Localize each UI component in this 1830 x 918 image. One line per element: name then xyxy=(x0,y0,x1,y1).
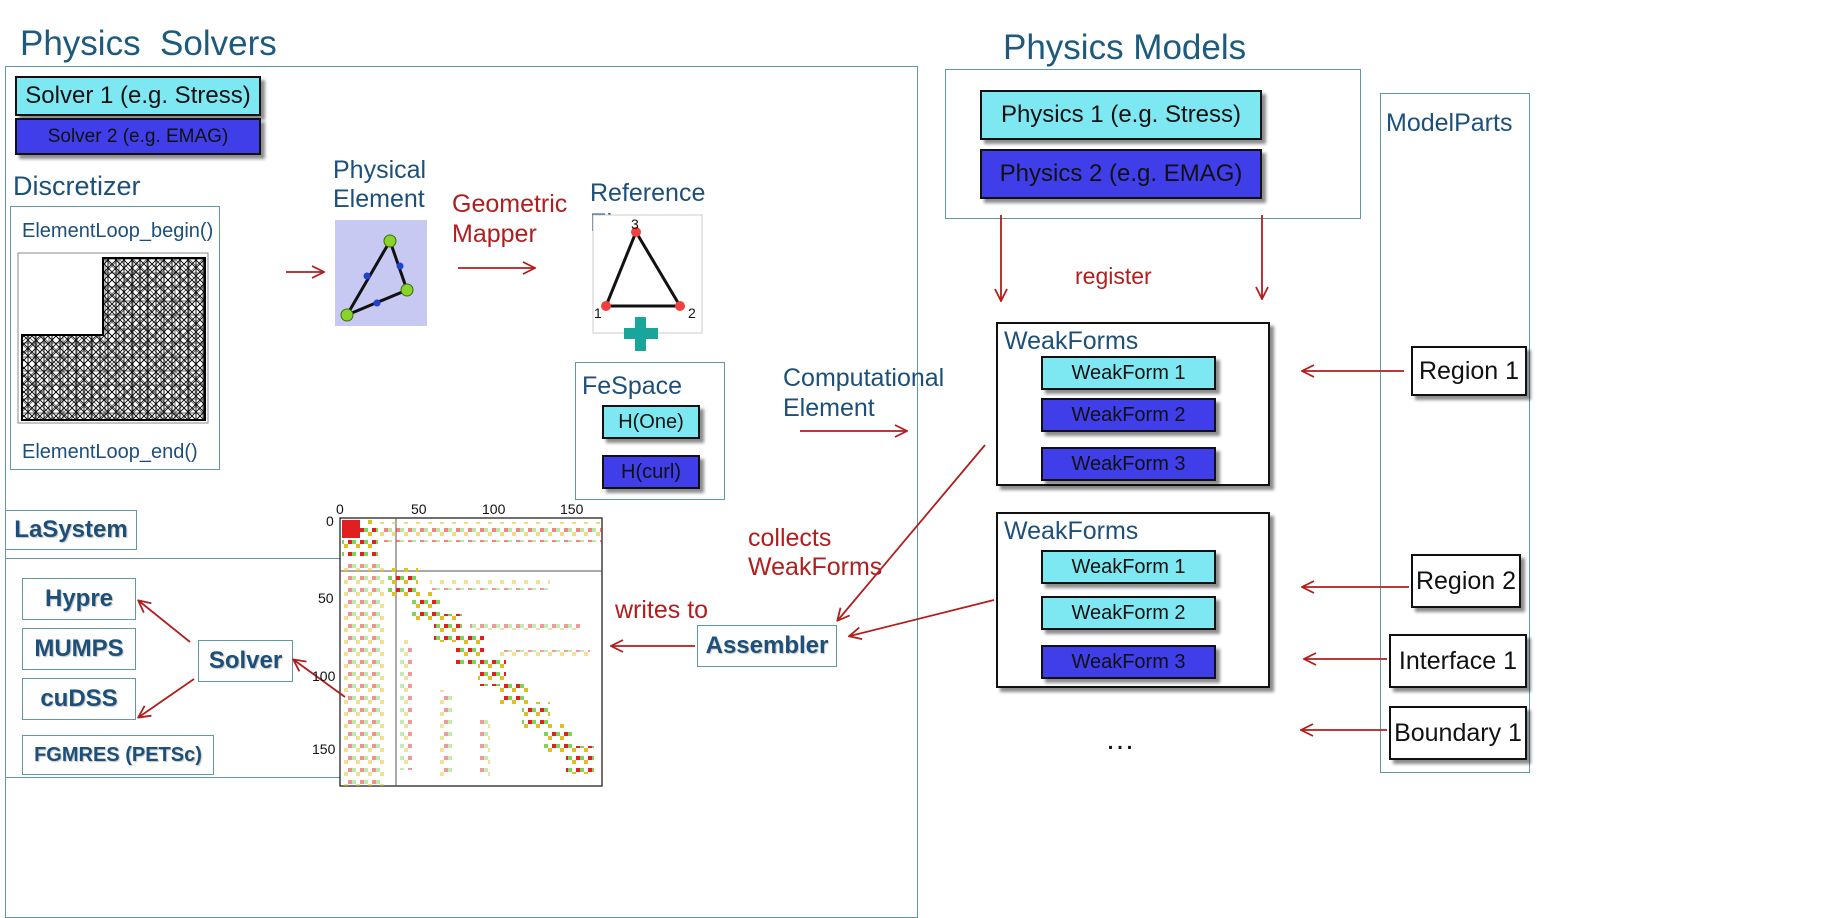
plus-icon xyxy=(624,317,658,351)
solver2-box[interactable]: Solver 2 (e.g. EMAG) xyxy=(15,118,261,155)
arrow-solver-to-cudss xyxy=(139,678,195,717)
matrix-tick-left-150: 150 xyxy=(312,741,336,757)
collects-label-1: collects xyxy=(748,524,832,552)
physics-models-frame xyxy=(945,69,1361,219)
matrix-tick-top-0: 0 xyxy=(336,501,344,517)
h-curl-box[interactable]: H(curl) xyxy=(602,455,700,489)
reference-element-image xyxy=(592,214,703,334)
geometric-mapper-label-1: Geometric xyxy=(452,190,568,218)
lasystem-box[interactable]: LaSystem xyxy=(5,510,137,550)
discretizer-label: Discretizer xyxy=(13,171,141,201)
physics1-box[interactable]: Physics 1 (e.g. Stress) xyxy=(980,90,1262,140)
region-2-box[interactable]: Region 2 xyxy=(1411,554,1521,608)
loop-end-label: ElementLoop_end() xyxy=(22,441,198,463)
ref-node-3: 3 xyxy=(631,216,639,232)
weakform-1-2[interactable]: WeakForm 2 xyxy=(1041,398,1216,432)
sparse-matrix-image xyxy=(339,517,603,787)
fespace-label: FeSpace xyxy=(582,372,683,400)
boundary-1-box[interactable]: Boundary 1 xyxy=(1389,706,1527,760)
physics-models-title: Physics Models xyxy=(1003,28,1247,67)
modelparts-frame xyxy=(1380,93,1530,773)
discretizer-frame xyxy=(10,206,220,470)
solver1-box[interactable]: Solver 1 (e.g. Stress) xyxy=(15,76,261,116)
computational-element-label-2: Element xyxy=(783,394,875,422)
hypre-box[interactable]: Hypre xyxy=(22,578,136,620)
ref-node-1: 1 xyxy=(594,305,602,321)
arrow-matrix-to-solver xyxy=(294,660,346,698)
arrow-weakforms2-to-assembler xyxy=(850,599,995,636)
physics2-box[interactable]: Physics 2 (e.g. EMAG) xyxy=(980,149,1262,199)
physical-element-image xyxy=(335,220,427,326)
physics-solvers-title: Physics Solvers xyxy=(20,24,277,63)
weakform-2-1[interactable]: WeakForm 1 xyxy=(1041,550,1216,584)
weakform-1-1[interactable]: WeakForm 1 xyxy=(1041,356,1216,390)
ellipsis-label: … xyxy=(1105,723,1135,756)
matrix-tick-left-50: 50 xyxy=(318,590,334,606)
writes-to-label: writes to xyxy=(615,596,709,624)
geometric-mapper-label-2: Mapper xyxy=(452,220,537,248)
weakforms-group-1-title: WeakForms xyxy=(1004,327,1139,355)
physical-element-label-1: Physical xyxy=(333,156,427,184)
matrix-tick-top-100: 100 xyxy=(482,501,506,517)
matrix-tick-left-0: 0 xyxy=(326,513,334,529)
fespace-frame xyxy=(575,362,725,500)
physical-element-label-2: Element xyxy=(333,185,425,213)
mesh-image xyxy=(17,252,209,424)
loop-begin-label: ElementLoop_begin() xyxy=(22,220,214,242)
arrows xyxy=(139,215,1409,730)
matrix-tick-top-150: 150 xyxy=(560,501,584,517)
reference-element-label-1: Reference xyxy=(590,179,706,207)
collects-label-2: WeakForms xyxy=(748,553,883,581)
modelparts-title: ModelParts xyxy=(1386,109,1513,137)
interface-1-box[interactable]: Interface 1 xyxy=(1389,634,1527,688)
region-1-box[interactable]: Region 1 xyxy=(1411,346,1527,396)
solver-box[interactable]: Solver xyxy=(198,640,293,682)
matrix-tick-top-50: 50 xyxy=(411,501,427,517)
h-one-box[interactable]: H(One) xyxy=(602,405,700,439)
mumps-box[interactable]: MUMPS xyxy=(22,628,136,670)
weakform-1-3[interactable]: WeakForm 3 xyxy=(1041,447,1216,481)
register-label: register xyxy=(1075,263,1152,289)
assembler-box[interactable]: Assembler xyxy=(697,625,837,667)
arrow-solver-to-hypre xyxy=(139,601,191,643)
arrow-collects xyxy=(838,444,986,620)
weakform-2-2[interactable]: WeakForm 2 xyxy=(1041,596,1216,630)
cudss-box[interactable]: cuDSS xyxy=(22,678,136,720)
weakforms-group-2-title: WeakForms xyxy=(1004,517,1139,545)
weakform-2-3[interactable]: WeakForm 3 xyxy=(1041,645,1216,679)
fgmres-box[interactable]: FGMRES (PETSc) xyxy=(22,735,214,775)
ref-node-2: 2 xyxy=(688,305,696,321)
computational-element-label-1: Computational xyxy=(783,364,945,392)
matrix-tick-left-100: 100 xyxy=(312,668,336,684)
